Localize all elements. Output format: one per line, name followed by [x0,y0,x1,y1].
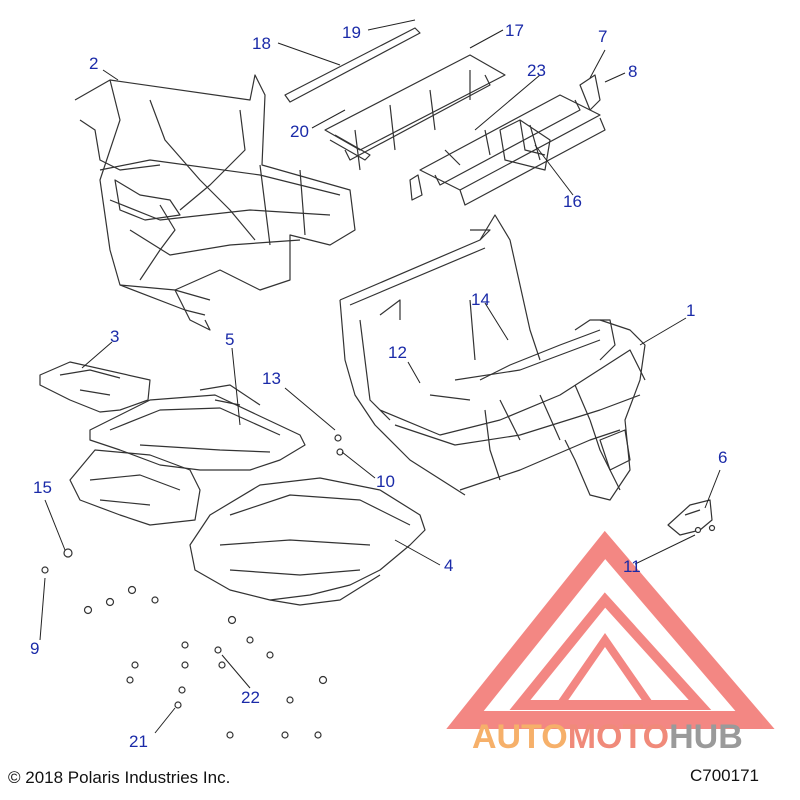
callout-21: 21 [129,732,148,751]
callout-10: 10 [376,472,395,491]
callout-22: 22 [241,688,260,707]
callout-16: 16 [563,192,582,211]
callout-19: 19 [342,23,361,42]
floor-panel-part-4 [189,477,426,606]
callout-17: 17 [505,21,524,40]
fasteners-group [41,434,716,739]
callout-14: 14 [471,290,490,309]
copyright-notice: © 2018 Polaris Industries Inc. [8,768,231,787]
drawing-code: C700171 [690,766,760,785]
callout-15: 15 [33,478,52,497]
callout-8: 8 [628,62,638,81]
watermark-hub: HUB [669,718,743,756]
floor-panel-lower-left [69,449,201,526]
callout-18: 18 [252,34,271,53]
cage-frame-parts-16-23 [284,27,606,206]
callout-13: 13 [262,369,281,388]
watermark-text: AUTOMOTOHUB [472,718,743,757]
callout-6: 6 [718,448,728,467]
skid-plate-part-3 [39,361,151,413]
watermark-logo [446,530,775,729]
callout-4: 4 [444,556,454,575]
bracket-part-6 [667,499,713,536]
callout-20: 20 [290,122,309,141]
callout-3: 3 [110,327,120,346]
leader-lines [39,19,721,734]
callout-2: 2 [89,54,99,73]
watermark-moto: MOTO [567,718,670,756]
front-frame-part-2 [74,74,356,331]
callout-9: 9 [30,639,40,658]
callout-5: 5 [225,330,235,349]
callout-11: 11 [623,557,641,576]
callout-7: 7 [598,27,608,46]
main-frame-part-1 [339,214,646,501]
floor-panel-part-5 [89,384,306,471]
callout-1: 1 [686,301,696,320]
callout-12: 12 [388,343,407,362]
watermark-auto: AUTO [472,718,568,756]
callout-23: 23 [527,61,546,80]
